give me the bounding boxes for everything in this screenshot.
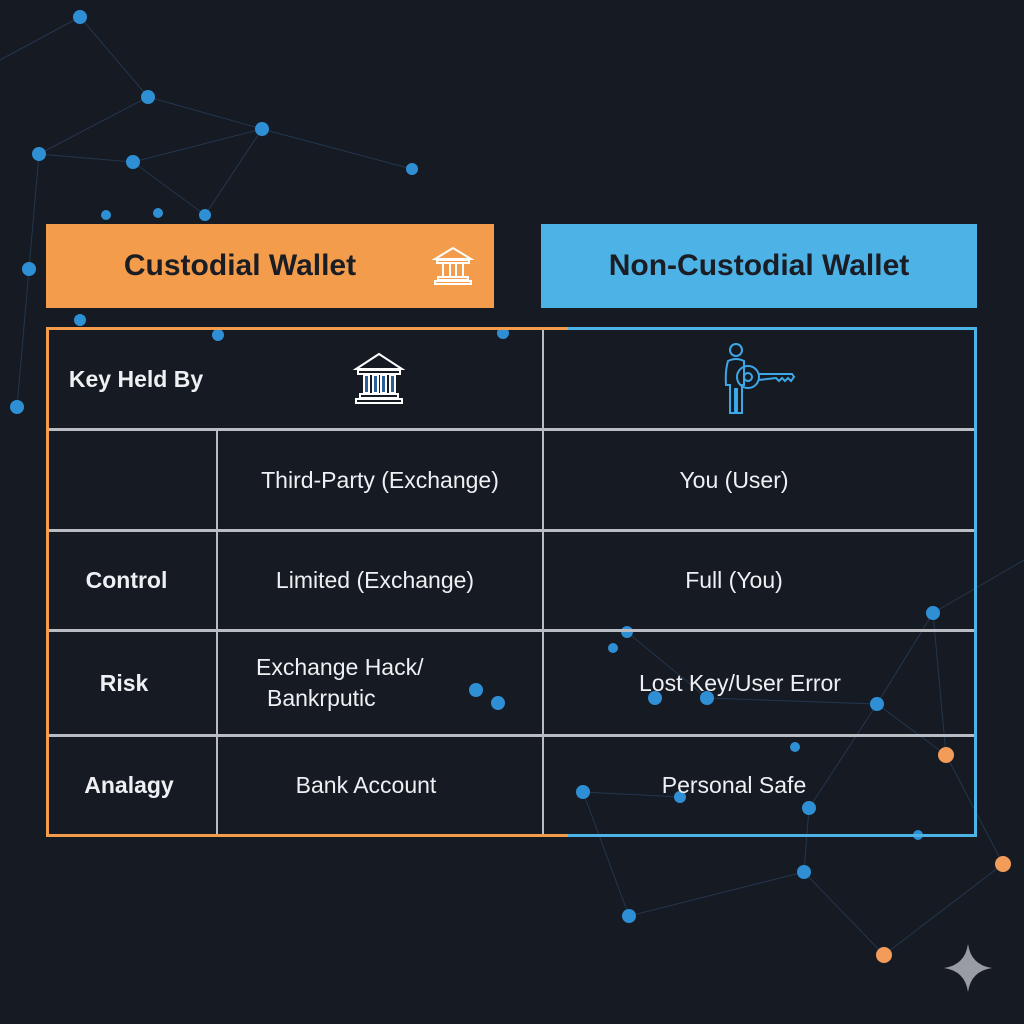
non-custodial-key-holder: You (User) xyxy=(679,466,789,493)
custodial-key-cell xyxy=(296,330,462,428)
non-custodial-risk: Lost Key/User Error xyxy=(639,669,841,696)
row-label-key-held-by: Key Held By xyxy=(68,365,204,392)
custodial-key-holder: Third-Party (Exchange) xyxy=(261,466,499,493)
row-label-empty xyxy=(49,431,216,529)
non-custodial-wallet-title: Non-Custodial Wallet xyxy=(608,249,910,282)
non-custodial-wallet-header: Non-Custodial Wallet xyxy=(541,224,977,308)
custodial-wallet-title: Custodial Wallet xyxy=(123,249,357,282)
custodial-risk-line2: Bankrputic xyxy=(267,685,376,711)
bank-icon xyxy=(352,352,406,404)
person-with-key-icon xyxy=(724,343,796,414)
custodial-control: Limited (Exchange) xyxy=(275,567,475,593)
custodial-wallet-header: Custodial Wallet xyxy=(46,224,494,308)
non-custodial-control: Full (You) xyxy=(685,567,783,593)
custodial-risk-line1: Exchange Hack/ xyxy=(256,654,424,680)
row-label-risk: Risk xyxy=(99,669,149,696)
non-custodial-key-cell xyxy=(544,330,974,428)
row-label-analogy: Analagy xyxy=(84,772,174,798)
row-label-control: Control xyxy=(85,567,168,593)
sparkle-icon xyxy=(944,944,992,992)
custodial-risk: Exchange Hack/ Bankrputic xyxy=(218,632,498,734)
comparison-table: Key Held By Third-Party (Exchange) You (… xyxy=(46,327,977,837)
custodial-analogy: Bank Account xyxy=(295,772,437,798)
bank-icon xyxy=(432,246,474,285)
non-custodial-analogy: Personal Safe xyxy=(661,772,807,798)
